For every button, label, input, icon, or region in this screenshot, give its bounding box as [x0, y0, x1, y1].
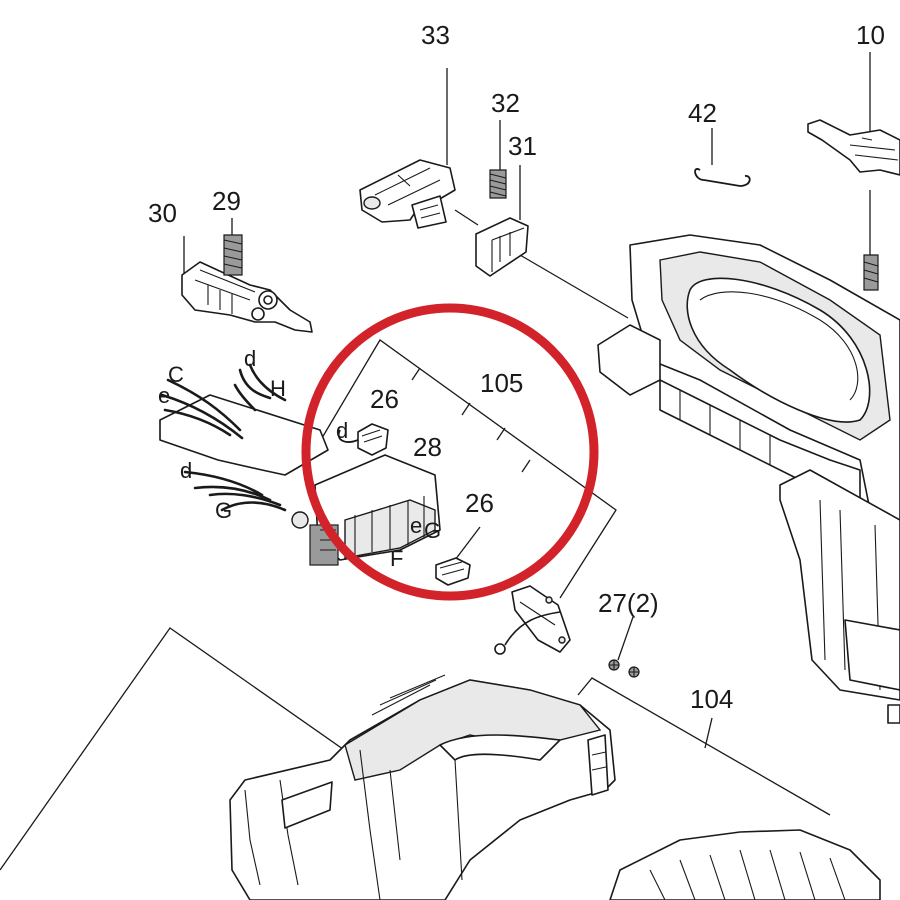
wire-label-d-low: d — [180, 458, 192, 483]
wire-label-g-right: G — [424, 518, 441, 543]
bracket-105 — [302, 339, 617, 599]
part-26-lower-clip — [435, 557, 471, 586]
bracket-plate — [494, 585, 571, 655]
handle-housing — [597, 234, 900, 724]
wire-label-d-mid: d — [336, 418, 348, 443]
wire-label-f: F — [390, 546, 403, 571]
label-32: 32 — [491, 88, 520, 118]
wire-harness — [159, 363, 329, 512]
part-10-trigger-lever — [807, 119, 900, 291]
label-105: 105 — [480, 368, 523, 398]
wire-label-h: H — [270, 376, 286, 401]
part-42-wire-spring — [694, 168, 751, 187]
label-33: 33 — [421, 20, 450, 50]
label-42: 42 — [688, 98, 717, 128]
wire-label-d-top: d — [244, 346, 256, 371]
leader-lines — [183, 52, 871, 661]
wire-label-e-low: e — [410, 513, 422, 538]
label-29: 29 — [212, 186, 241, 216]
label-27: 27(2) — [598, 588, 659, 618]
label-104: 104 — [690, 684, 733, 714]
part-29-spring — [223, 234, 243, 276]
part-labels: 33 10 32 42 31 30 29 105 26 28 26 27(2) … — [148, 20, 885, 714]
label-31: 31 — [508, 131, 537, 161]
wire-label-c: C — [168, 362, 184, 387]
wire-label-g-left: G — [215, 498, 232, 523]
part-31-button — [475, 217, 529, 277]
part-104-main-cover — [229, 674, 881, 900]
part-26-upper-clip — [337, 423, 389, 456]
wire-label-e: e — [158, 383, 170, 408]
highlight-circle — [301, 303, 599, 601]
part-32-spring — [489, 169, 507, 199]
part-28-switch-block — [291, 454, 441, 566]
label-26-upper: 26 — [370, 384, 399, 414]
label-28: 28 — [413, 432, 442, 462]
label-26-lower: 26 — [465, 488, 494, 518]
part-33-switch-housing — [359, 159, 456, 229]
label-30: 30 — [148, 198, 177, 228]
label-10: 10 — [856, 20, 885, 50]
part-30-lever — [181, 261, 313, 333]
wire-labels: C e d H d d G e G F — [158, 346, 441, 571]
part-27-screws — [608, 659, 640, 678]
